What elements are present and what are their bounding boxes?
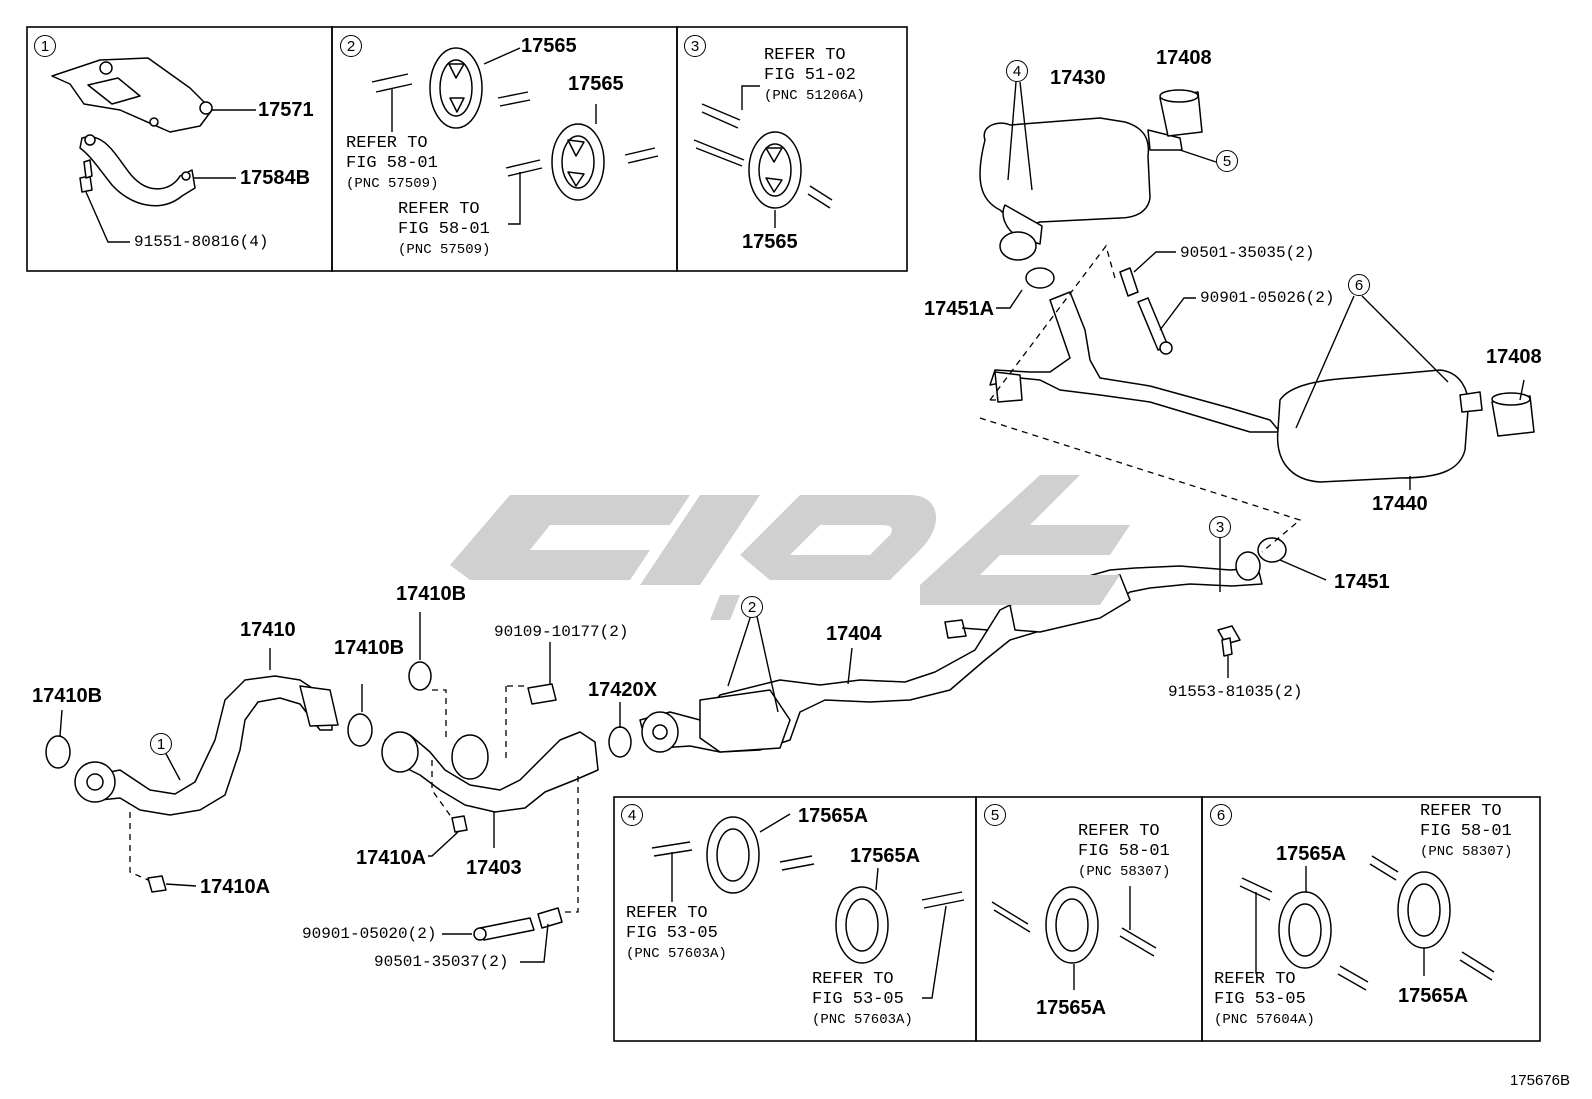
- callout-4-box: 4: [621, 804, 643, 826]
- part-17410a-label-2[interactable]: 17410A: [356, 847, 427, 869]
- part-17410b-label-3[interactable]: 17410B: [396, 583, 467, 605]
- tail-pipe-shape: [989, 291, 1281, 433]
- part-17565-label-c[interactable]: 17565: [742, 231, 798, 253]
- part-17440-label[interactable]: 17440: [1372, 493, 1428, 515]
- part-17451-label[interactable]: 17451: [1334, 571, 1390, 593]
- part-17403-label[interactable]: 17403: [466, 857, 522, 879]
- callout-4-diagram: 4: [1006, 60, 1028, 82]
- part-17408-label-right[interactable]: 17408: [1486, 346, 1542, 368]
- clamp-shape: [79, 135, 196, 207]
- hanger-5-shape: [1045, 886, 1099, 964]
- center-pipe-17404-shape: [639, 565, 1263, 753]
- hanger-3-shape: [748, 131, 802, 209]
- callout-6-box: 6: [1210, 804, 1232, 826]
- part-17430-label[interactable]: 17430: [1050, 67, 1106, 89]
- front-pipe-17403-shape: [384, 731, 599, 813]
- part-17565-label-a[interactable]: 17565: [521, 35, 577, 57]
- part-17565a-label-4b[interactable]: 17565A: [850, 845, 921, 867]
- part-90501-35037-label[interactable]: 90501-35037(2): [374, 953, 509, 971]
- gasket-17410b-1: [45, 735, 71, 769]
- callout-3-diagram: 3: [1209, 516, 1231, 538]
- part-90501-35035-label[interactable]: 90501-35035(2): [1180, 244, 1315, 262]
- callout-3-box: 3: [684, 35, 706, 57]
- callout-1-diagram: 1: [150, 733, 172, 755]
- callout-5-diagram: 5: [1216, 150, 1238, 172]
- gasket-17420x: [608, 726, 632, 758]
- part-17584b-label[interactable]: 17584B: [240, 167, 311, 189]
- callout-2-diagram: 2: [741, 596, 763, 618]
- part-17565-label-b[interactable]: 17565: [568, 73, 624, 95]
- inset-box-3: [676, 26, 908, 272]
- part-91553-label[interactable]: 91553-81035(2): [1168, 683, 1303, 701]
- hanger-4b-shape: [835, 886, 889, 964]
- muffler-17440-shape: [1276, 369, 1469, 483]
- nut-17410a-1: [147, 875, 167, 893]
- callout-6-diagram: 6: [1348, 274, 1370, 296]
- callout-5-box: 5: [984, 804, 1006, 826]
- gasket-17410b-2: [347, 713, 373, 747]
- gasket-17451: [1257, 537, 1287, 563]
- part-17410b-label-2[interactable]: 17410B: [334, 637, 405, 659]
- part-90901-05020-label[interactable]: 90901-05020(2): [302, 925, 437, 943]
- part-17451a-label[interactable]: 17451A: [924, 298, 995, 320]
- part-90901-05026-label[interactable]: 90901-05026(2): [1200, 289, 1335, 307]
- part-17410b-label-1[interactable]: 17410B: [32, 685, 103, 707]
- part-17404-label[interactable]: 17404: [826, 623, 882, 645]
- part-17408-label-top[interactable]: 17408: [1156, 47, 1212, 69]
- hanger-2-shape: [551, 123, 605, 201]
- front-pipe-17410-shape: [94, 675, 333, 816]
- callout-2-box: 2: [340, 35, 362, 57]
- gasket-17410b-3: [408, 661, 432, 691]
- hanger-6a-shape: [1278, 891, 1332, 969]
- part-91551-label[interactable]: 91551-80816(4): [134, 233, 269, 251]
- muffler-17430-shape: [979, 117, 1151, 225]
- part-17565a-label-6a[interactable]: 17565A: [1276, 843, 1347, 865]
- nut-17410a-2: [451, 815, 468, 833]
- gasket-17451a: [1025, 267, 1055, 289]
- part-17420x-label[interactable]: 17420X: [588, 679, 657, 701]
- part-17565a-label-4a[interactable]: 17565A: [798, 805, 869, 827]
- part-17410a-label-1[interactable]: 17410A: [200, 876, 271, 898]
- part-17565a-label-6b[interactable]: 17565A: [1398, 985, 1469, 1007]
- figure-id: 175676B: [1509, 1072, 1570, 1089]
- part-90109-label[interactable]: 90109-10177(2): [494, 623, 629, 641]
- hanger-1-shape: [429, 47, 483, 129]
- part-17571-label[interactable]: 17571: [258, 99, 314, 121]
- part-17565a-label-5[interactable]: 17565A: [1036, 997, 1107, 1019]
- watermark-logo: [450, 475, 1130, 620]
- part-17410-label[interactable]: 17410: [240, 619, 296, 641]
- callout-1-box: 1: [34, 35, 56, 57]
- inset-box-6: [1201, 796, 1541, 1042]
- hanger-4a-shape: [706, 816, 760, 894]
